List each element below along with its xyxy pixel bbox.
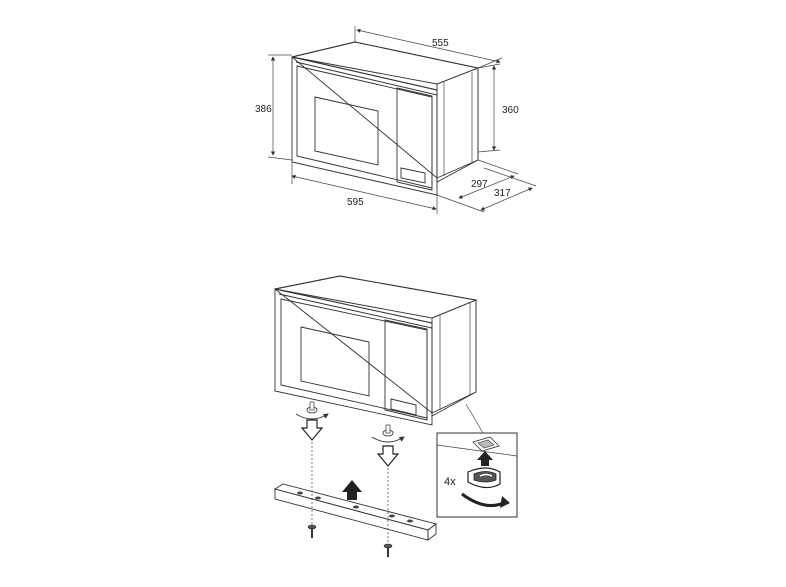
up-arrow-icon: [342, 480, 362, 500]
foot-screw-left: [295, 401, 329, 420]
dimension-height-right: 360: [502, 105, 519, 116]
detail-inset: [436, 432, 518, 518]
dimension-width-bottom: 595: [347, 197, 364, 208]
down-arrow-right-icon: [376, 445, 400, 467]
down-arrow-left-icon: [300, 419, 324, 441]
dimension-height-left: 386: [255, 104, 272, 115]
dimension-depth-top: 555: [432, 38, 449, 49]
dimension-lines: [267, 26, 537, 214]
screw-bottom-right: [383, 543, 393, 557]
detail-leader-line: [465, 403, 484, 434]
foot-screw-right: [371, 424, 405, 443]
dimension-depth-outer: 317: [494, 188, 511, 199]
bottom-microwave-drawing: [273, 275, 478, 426]
dimension-depth-inner: 297: [471, 179, 488, 190]
top-microwave-drawing: [291, 41, 480, 196]
quantity-label: 4x: [444, 476, 456, 488]
screw-bottom-left: [307, 524, 317, 538]
mounting-rail: [273, 483, 438, 541]
